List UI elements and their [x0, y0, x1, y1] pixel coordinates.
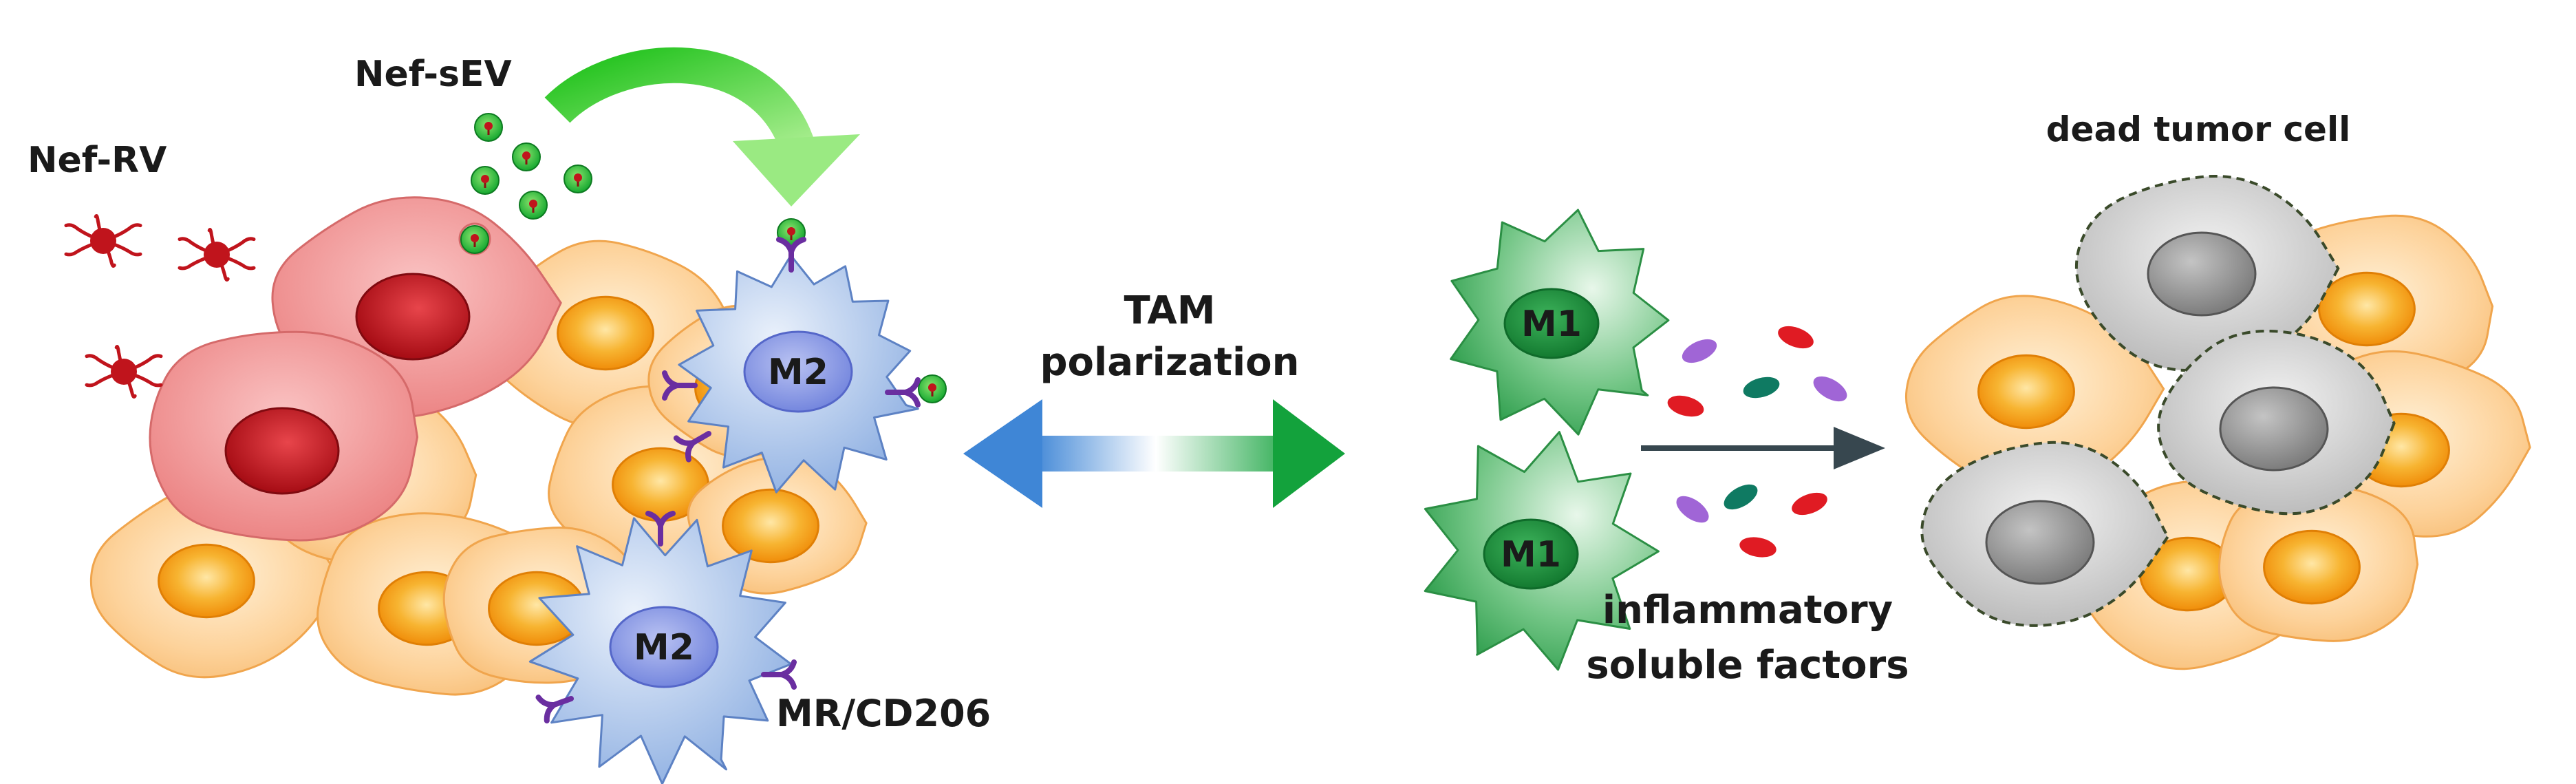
mr-cd206-receptor [761, 659, 797, 690]
dead-tumor-cells [1920, 174, 2396, 627]
dead-cell-nucleus [2219, 386, 2329, 472]
mr-cd206-receptor [645, 511, 676, 547]
m2-macrophage: M2 [678, 254, 919, 494]
process-arrow [1641, 427, 1885, 469]
infected-cell-nucleus [224, 407, 340, 495]
dead-tumor-cell [2157, 330, 2396, 516]
m1-macrophage: M1 [1450, 209, 1670, 436]
mr-cd206-receptor [776, 237, 806, 273]
m1-macrophage: M1 [1424, 431, 1660, 671]
m2-label: M2 [768, 352, 828, 393]
soluble-factor [1682, 339, 1717, 363]
nef-sev-vesicle [512, 142, 541, 171]
m1-nucleus [1483, 518, 1579, 590]
m2-label: M2 [634, 627, 694, 668]
nef-rv-virion [64, 214, 142, 268]
infected-tumor-cells [149, 196, 562, 542]
mr-cd206-label: MR/CD206 [776, 692, 991, 735]
mr-cd206-receptor [662, 370, 698, 401]
dead-cell-nucleus [1985, 500, 2095, 585]
inflammatory-factors [1667, 326, 1847, 558]
soluble-factor [1792, 492, 1827, 516]
inflammatory-label: inflammatory [1602, 588, 1893, 633]
dead-tumor-cell-label: dead tumor cell [2046, 109, 2350, 149]
mr-cd206-receptor [673, 431, 711, 463]
tumor-cell-nucleus [1977, 354, 2075, 430]
nef-sev-vesicle [474, 113, 503, 142]
nef-rv-virion [178, 228, 256, 282]
tumor-cell-nucleus [722, 488, 819, 564]
nef-sev-vesicle [471, 166, 500, 195]
tumor-cell-nucleus [158, 543, 255, 619]
tumor-cell [2218, 485, 2419, 642]
tam-polarization-double-arrow [963, 399, 1345, 508]
infected-tumor-cell [149, 330, 419, 542]
infected-cell-nucleus [355, 273, 471, 361]
m2-nucleus [609, 606, 719, 688]
dead-tumor-cell [1920, 441, 2169, 627]
soluble-factor [1778, 326, 1814, 349]
m2-nucleus [743, 330, 853, 413]
tam-label: TAM [1124, 288, 1216, 333]
tumor-cell-nucleus [2318, 271, 2416, 347]
nef-rv-virions [64, 214, 256, 399]
sev-transfer-curved-arrow [544, 47, 860, 206]
nef-sev-vesicle [519, 191, 548, 220]
soluble-factor [1724, 484, 1758, 510]
polarization-label: polarization [1040, 340, 1299, 385]
m1-label: M1 [1501, 534, 1561, 575]
soluble-factor [1743, 377, 1780, 399]
mr-cd206-receptor [535, 695, 574, 723]
soluble-factor [1667, 395, 1704, 417]
soluble-factor [1739, 537, 1777, 558]
soluble-factor [1676, 496, 1709, 523]
nef-sev-vesicle [460, 225, 489, 254]
soluble-factor [1813, 376, 1847, 402]
m1-nucleus [1503, 288, 1600, 359]
nef-rv-label: Nef-RV [28, 140, 167, 181]
mr-cd206-receptor [885, 377, 921, 407]
soluble-factors-label: soluble factors [1586, 643, 1909, 688]
nef-sev-label: Nef-sEV [354, 54, 512, 95]
tumor-cell-nucleus [2263, 529, 2361, 605]
tumor-cell [1904, 295, 2165, 493]
nef-sev-vesicle [918, 374, 947, 403]
nef-rv-virion [85, 345, 163, 399]
dead-cell-nucleus [2147, 231, 2257, 317]
mr-cd206-receptors [535, 237, 921, 723]
m1-label: M1 [1521, 304, 1582, 345]
tumor-cell-nucleus [557, 295, 654, 371]
nef-sev-vesicle [564, 165, 592, 193]
